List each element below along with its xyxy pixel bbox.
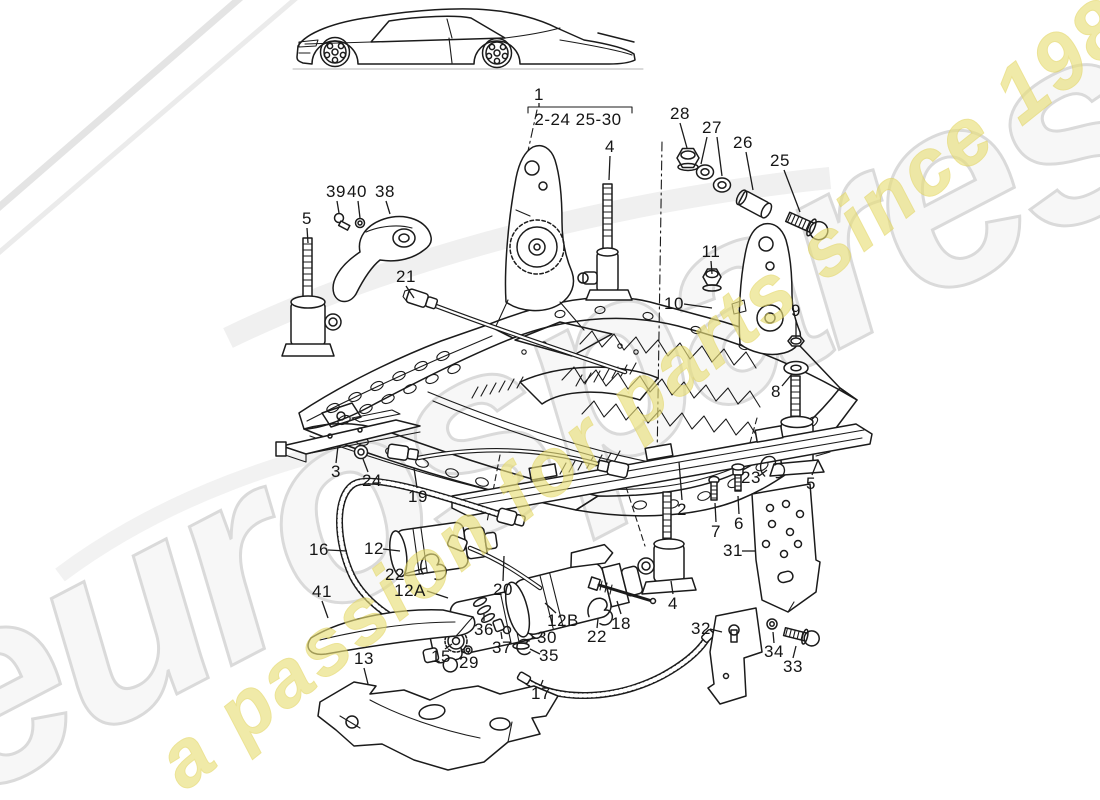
motor-12b xyxy=(504,543,644,638)
car-illustration xyxy=(292,8,644,70)
leader-line-11 xyxy=(710,260,713,275)
leader-line-6 xyxy=(737,495,740,515)
cables-hoses xyxy=(336,288,715,700)
seat-rail-left xyxy=(275,409,421,463)
leader-line-26 xyxy=(745,151,754,191)
leader-line-23 xyxy=(758,469,768,477)
leader-line-15 xyxy=(444,643,453,650)
leader-line-25 xyxy=(783,169,801,213)
leader-line-5 xyxy=(811,459,819,476)
motor-12 xyxy=(389,521,498,578)
leader-line-12A xyxy=(426,590,449,599)
actuator-bottom xyxy=(637,491,697,595)
leader-line-32 xyxy=(709,628,723,633)
seat-frame-art xyxy=(275,8,873,771)
leader-line-34 xyxy=(772,631,775,644)
recliner-plate-left xyxy=(495,144,585,331)
leader-line-4 xyxy=(670,580,674,595)
leader-line-18 xyxy=(616,600,622,615)
leader-line-16 xyxy=(327,549,348,552)
leader-line-37 xyxy=(500,631,503,640)
leader-line-28 xyxy=(679,122,688,149)
leader-line-33 xyxy=(792,645,797,659)
leader-lines xyxy=(306,103,819,686)
leader-line-19 xyxy=(413,467,418,489)
leader-line-5 xyxy=(306,227,309,244)
release-lever-41 xyxy=(307,609,476,656)
gear-and-small-parts xyxy=(444,597,531,656)
leader-line-24 xyxy=(362,458,369,473)
bracket-32 xyxy=(707,607,763,705)
switch-plate-31 xyxy=(751,483,821,613)
hand-crank-38 xyxy=(332,215,432,303)
leader-line-2 xyxy=(678,461,683,501)
leader-line-10 xyxy=(683,303,713,309)
leader-line-7 xyxy=(714,502,717,523)
leader-line-13 xyxy=(363,667,369,685)
actuator-left xyxy=(281,237,342,357)
leader-line-17 xyxy=(540,679,544,686)
leader-line-30 xyxy=(523,637,539,641)
leader-line-22 xyxy=(596,618,599,629)
leader-line-35 xyxy=(529,648,541,655)
leader-line-40 xyxy=(357,200,361,219)
leader-line-41 xyxy=(321,600,329,619)
seat-springs xyxy=(579,330,757,369)
leader-line-21 xyxy=(405,285,415,299)
mount-bracket-13 xyxy=(317,681,559,771)
leader-line-12 xyxy=(382,548,401,552)
threaded-rod-18 xyxy=(587,576,657,605)
leader-line-27 xyxy=(700,136,708,165)
spindle-top xyxy=(577,183,633,301)
retaining-clips xyxy=(420,455,786,626)
leader-line-3 xyxy=(335,445,339,464)
leader-line-20 xyxy=(502,555,505,582)
group-bracket xyxy=(527,106,633,114)
recliner-plate-right xyxy=(731,222,802,356)
leader-line-4 xyxy=(608,155,611,181)
leader-line-39 xyxy=(336,200,340,214)
leader-line-12B xyxy=(544,602,557,614)
leader-line-29 xyxy=(467,651,470,655)
leader-line-27 xyxy=(716,136,723,177)
leader-line-22 xyxy=(403,567,427,575)
leader-line-38 xyxy=(385,200,391,215)
seat-rail-bottom xyxy=(451,423,873,517)
leader-line-8 xyxy=(781,373,793,387)
